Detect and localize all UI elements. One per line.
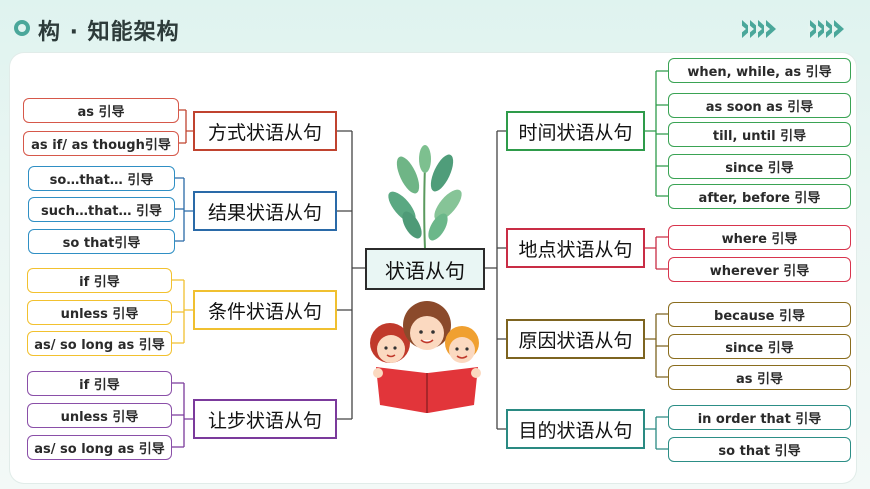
leaf-purpose-so-that: so that 引导: [668, 437, 851, 462]
node-reason-clause: 原因状语从句: [506, 319, 645, 359]
chevron-right-icon: [740, 20, 776, 38]
leaf-reason-because: because 引导: [668, 302, 851, 327]
leaf-condition-if: if 引导: [27, 268, 172, 293]
leaf-manner-as: as 引导: [23, 98, 179, 123]
node-manner-clause: 方式状语从句: [193, 111, 337, 151]
node-purpose-clause: 目的状语从句: [506, 409, 645, 449]
page-title: 构 · 知能架构: [38, 20, 180, 45]
leaf-result-such-that: such…that… 引导: [28, 197, 175, 222]
leaf-condition-unless: unless 引导: [27, 300, 172, 325]
plant-icon: [388, 145, 462, 250]
leaf-place-where: where 引导: [668, 225, 851, 250]
leaf-time-since: since 引导: [668, 154, 851, 179]
leaf-time-till-until: till, until 引导: [668, 122, 851, 147]
header: 构 · 知能架构: [0, 0, 870, 56]
leaf-purpose-in-order-that: in order that 引导: [668, 405, 851, 430]
children-reading-icon: [370, 301, 481, 413]
leaf-time-when-while-as: when, while, as 引导: [668, 58, 851, 83]
node-result-clause: 结果状语从句: [193, 191, 337, 231]
leaf-result-so-that-2: so that引导: [28, 229, 175, 254]
center-node: 状语从句: [365, 248, 485, 290]
leaf-concession-so-long-as: as/ so long as 引导: [27, 435, 172, 460]
chevron-right-icon: [808, 20, 844, 38]
leaf-time-as-soon-as: as soon as 引导: [668, 93, 851, 118]
leaf-manner-as-if: as if/ as though引导: [23, 131, 179, 156]
node-concession-clause: 让步状语从句: [193, 399, 337, 439]
node-place-clause: 地点状语从句: [506, 228, 645, 268]
ring-icon: [14, 20, 30, 36]
leaf-time-after-before: after, before 引导: [668, 184, 851, 209]
leaf-concession-if: if 引导: [27, 371, 172, 396]
leaf-result-so-that: so…that… 引导: [28, 166, 175, 191]
node-time-clause: 时间状语从句: [506, 111, 645, 151]
leaf-place-wherever: wherever 引导: [668, 257, 851, 282]
leaf-condition-so-long-as: as/ so long as 引导: [27, 331, 172, 356]
leaf-concession-unless: unless 引导: [27, 403, 172, 428]
leaf-reason-since: since 引导: [668, 334, 851, 359]
leaf-reason-as: as 引导: [668, 365, 851, 390]
node-condition-clause: 条件状语从句: [193, 290, 337, 330]
